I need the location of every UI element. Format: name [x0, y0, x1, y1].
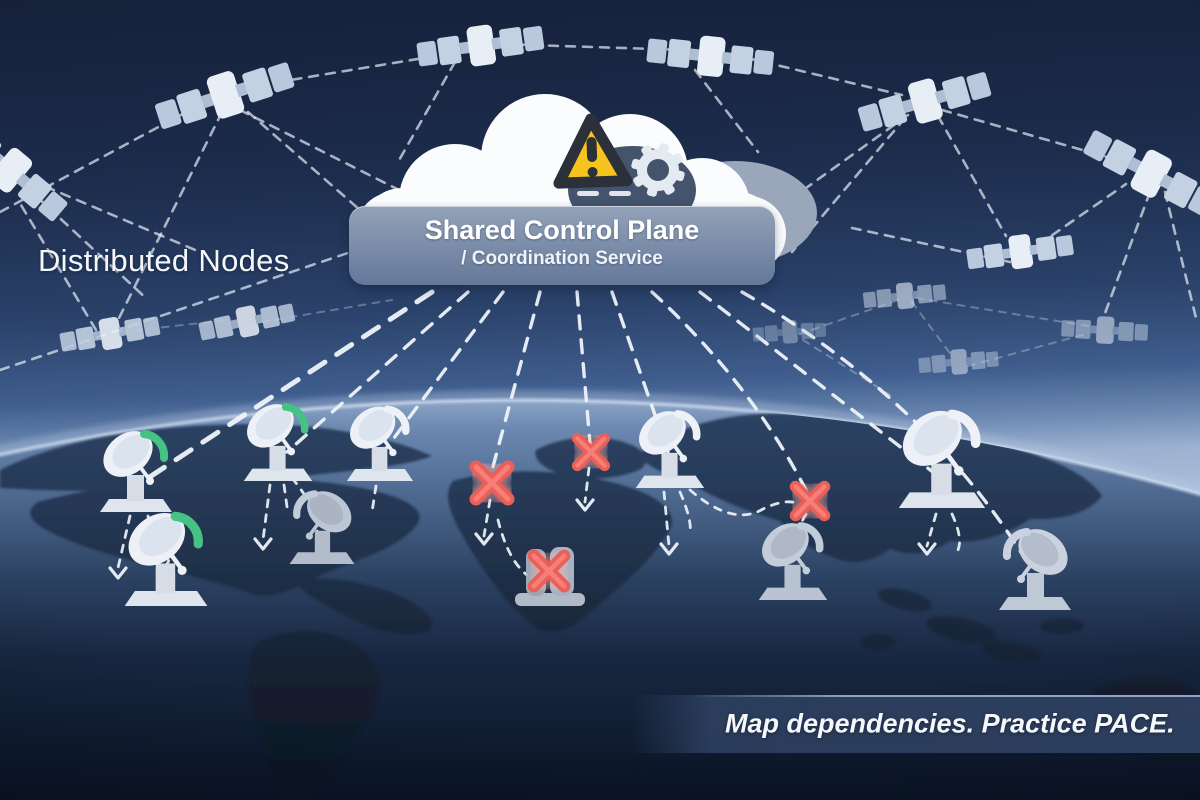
dashed-link-line — [116, 110, 224, 322]
satellite-icon — [645, 29, 776, 83]
broken-link-x-icon — [476, 467, 508, 499]
dashed-link-line — [1163, 190, 1199, 324]
broken-link-x-icon — [577, 438, 604, 465]
dashed-link-line — [967, 333, 1087, 367]
satellite-icon — [854, 62, 995, 140]
dashed-link-line — [1102, 190, 1152, 318]
satellite-icon — [0, 110, 75, 229]
footer-band: Map dependencies. Practice PACE. — [630, 695, 1200, 753]
dashed-link-line — [693, 68, 760, 154]
dashed-link-line — [936, 114, 1008, 238]
broken-link-x-icon — [534, 556, 564, 586]
broken-link-x-icon — [796, 487, 825, 516]
satellite-icon — [415, 17, 546, 75]
footer-highlight-line — [690, 695, 1200, 697]
cloud-title: Shared Control Plane — [424, 215, 700, 245]
control-plane-banner: Shared Control Plane / Coordination Serv… — [349, 206, 775, 285]
cloud-subtitle: / Coordination Service — [461, 248, 663, 269]
dashed-link-line — [911, 301, 953, 357]
satellite-icon — [57, 309, 162, 358]
satellite-icon — [964, 227, 1076, 276]
dashed-link-line — [1036, 182, 1128, 247]
satellite-icon — [151, 52, 298, 138]
satellite-icon — [1078, 120, 1200, 226]
distributed-nodes-label: Distributed Nodes — [38, 243, 290, 278]
satellite-icon — [917, 345, 1000, 378]
tagline: Map dependencies. Practice PACE. — [725, 708, 1175, 739]
dashed-link-line — [802, 339, 891, 396]
dashed-link-line — [238, 108, 417, 200]
land-island — [1040, 618, 1084, 634]
satellite-icon — [862, 278, 947, 314]
satellite-icon — [196, 296, 297, 347]
land-island — [860, 634, 896, 650]
satellite-icon — [1060, 314, 1149, 346]
